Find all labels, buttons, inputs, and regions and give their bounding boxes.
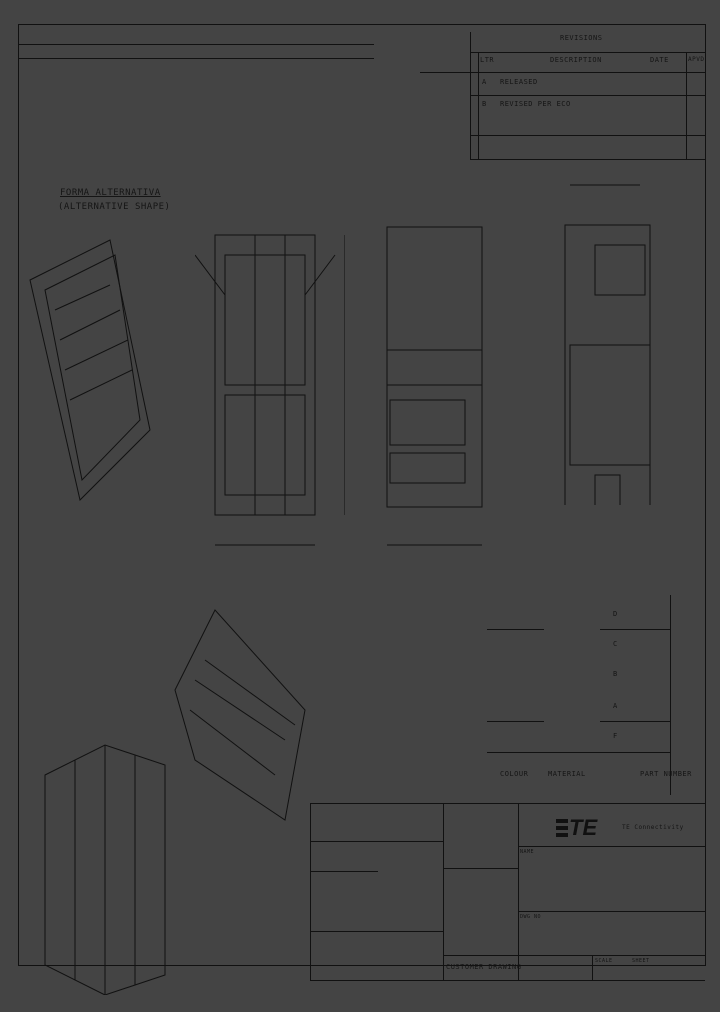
- part-row-divider: [487, 629, 544, 630]
- part-row-divider: [487, 752, 670, 753]
- rev-divider: [420, 72, 706, 73]
- material-header: MATERIAL: [548, 770, 586, 778]
- part-letter: D: [613, 610, 618, 618]
- part-table-edge: [670, 595, 671, 795]
- company-name: TE Connectivity: [622, 824, 684, 831]
- tb-row: [518, 846, 705, 847]
- rev-header-date: DATE: [650, 56, 669, 64]
- alt-shape-label: FORMA ALTERNATIVA: [60, 188, 161, 198]
- part-row-divider: [600, 629, 670, 630]
- rear-view: [564, 184, 651, 505]
- rev-divider: [470, 52, 706, 53]
- tb-col: [443, 803, 444, 955]
- tb-row: [518, 955, 705, 956]
- part-letter: B: [613, 670, 618, 678]
- revision-block: [470, 32, 706, 160]
- part-number-header: PART NUMBER: [640, 770, 692, 778]
- part-letter: C: [613, 640, 618, 648]
- part-row-divider: [487, 721, 544, 722]
- rev-col: [686, 52, 687, 160]
- status-text: CUSTOMER DRAWING: [446, 963, 522, 971]
- name-label: NAME: [520, 849, 535, 855]
- colour-header: COLOUR: [500, 770, 529, 778]
- part-row-divider: [600, 721, 670, 722]
- tb-row: [310, 871, 378, 872]
- rev-divider: [470, 95, 706, 96]
- side-view: [386, 226, 483, 546]
- tb-row: [310, 841, 443, 842]
- header-divider: [18, 44, 374, 45]
- rev-col: [478, 52, 479, 160]
- header-divider: [18, 58, 374, 59]
- rev-row-ltr: B: [482, 100, 487, 108]
- part-letter: F: [613, 732, 618, 740]
- rev-row-ltr: A: [482, 78, 487, 86]
- alt-shape-sublabel: (ALTERNATIVE SHAPE): [58, 202, 171, 212]
- drawing-border: [18, 24, 706, 966]
- isometric-alt-view: [29, 239, 151, 501]
- tb-col: [518, 803, 519, 981]
- tb-row: [443, 868, 518, 869]
- dwg-label: DWG NO: [520, 914, 542, 920]
- revision-title: REVISIONS: [560, 34, 603, 42]
- scale-label: SCALE: [595, 958, 613, 964]
- isometric-view-1: [44, 744, 166, 995]
- rev-header-desc: DESCRIPTION: [550, 56, 602, 64]
- rev-header-ltr: LTR: [480, 56, 495, 64]
- te-logo-text: TE: [569, 815, 598, 840]
- rev-row-desc: REVISED PER ECO: [500, 100, 571, 108]
- part-letter: A: [613, 702, 618, 710]
- rev-row-desc: RELEASED: [500, 78, 538, 86]
- status-box: [443, 955, 593, 981]
- tb-row: [310, 931, 443, 932]
- rev-divider: [470, 135, 706, 136]
- tb-row: [518, 911, 705, 912]
- rev-header-apvd: APVD: [688, 56, 705, 63]
- sheet-label: SHEET: [632, 958, 650, 964]
- front-view: [195, 234, 345, 546]
- isometric-view-2: [174, 609, 306, 821]
